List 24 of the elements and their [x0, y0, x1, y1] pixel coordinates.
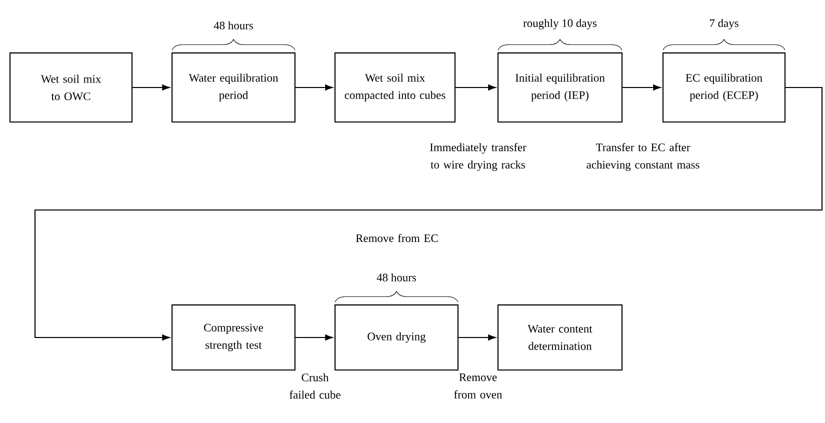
arrow: [296, 334, 333, 340]
process-box: Water content determination: [497, 304, 623, 371]
duration-label: 48 hours: [214, 21, 253, 30]
edge-label: Transfer to EC after achieving constant mass: [586, 143, 700, 171]
edge-label: Crush failed cube: [290, 373, 340, 399]
duration-label: roughly 10 days: [523, 18, 597, 30]
process-box: Initial equilibration period (IEP): [497, 52, 623, 123]
process-box: Wet soil mix compacted into cubes: [334, 52, 456, 123]
duration-label: 48 hours: [376, 273, 416, 282]
process-box: Wet soil mix to OWC: [9, 52, 133, 123]
process-box: EC equilibration period (ECEP): [662, 52, 786, 123]
arrow: [458, 334, 496, 340]
arrow: [456, 84, 496, 90]
arrow: [622, 84, 661, 90]
process-box: Oven drying: [334, 304, 458, 371]
arrow: [296, 84, 333, 90]
edge-label: Immediately transfer to wire drying racks: [430, 143, 526, 171]
edge-label: Remove from oven: [454, 374, 502, 398]
process-box: Water equilibration period: [172, 52, 296, 123]
duration-label: 7 days: [710, 18, 738, 30]
process-box: Compressive strength test: [172, 304, 296, 371]
edge-label: Remove from EC: [356, 234, 438, 242]
arrow: [34, 86, 823, 340]
arrow: [132, 84, 170, 90]
